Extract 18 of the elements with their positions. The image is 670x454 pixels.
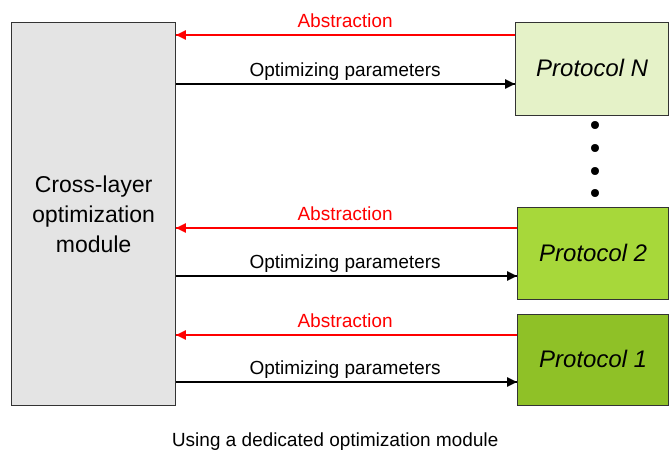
arrow xyxy=(176,79,515,89)
edge-label: Optimizing parameters xyxy=(247,359,443,379)
arrow xyxy=(176,30,515,40)
node-label: Cross-layer optimization module xyxy=(31,170,156,259)
node-label: Protocol 1 xyxy=(538,345,648,375)
module-box xyxy=(11,22,176,406)
protocol-box xyxy=(515,22,669,116)
arrow xyxy=(176,271,517,281)
protocol-box xyxy=(517,314,669,406)
edge-label: Optimizing parameters xyxy=(247,253,443,273)
arrow xyxy=(176,330,517,340)
caption: Using a dedicated optimization module xyxy=(170,430,500,452)
edge-label: Optimizing parameters xyxy=(247,61,443,81)
protocol-box xyxy=(517,207,669,300)
node-label: Protocol 2 xyxy=(538,238,648,268)
node-label: Protocol N xyxy=(536,54,648,84)
arrow xyxy=(176,377,517,387)
arrow xyxy=(176,223,517,233)
